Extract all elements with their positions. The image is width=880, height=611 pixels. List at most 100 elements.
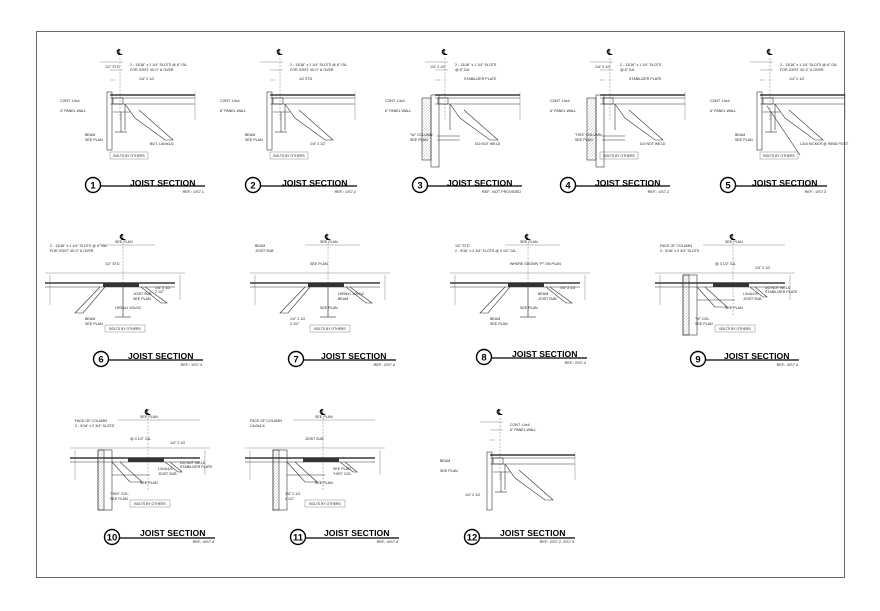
annotation-label: 1/2" STD	[105, 262, 120, 266]
annotation-label: BEAM	[440, 459, 450, 463]
annotation-label: JOIST SUB	[538, 297, 557, 301]
section-number-bubble	[289, 528, 307, 546]
annotation-label: SEE PLAN	[315, 481, 333, 485]
bolts-note: BOLTS BY OTHERS	[314, 327, 346, 331]
section-number-bubble	[287, 350, 305, 368]
annotation-label: CONT. L4x4	[60, 99, 80, 103]
annotation-label: "W" COL.	[695, 317, 710, 321]
section-number-bubble	[411, 176, 429, 194]
annotation-label: JOIST SUB	[255, 249, 274, 253]
annotation-label: SEE PLAN	[575, 138, 593, 142]
bolts-note: BOLTS BY OTHERS	[603, 154, 635, 158]
annotation-label: "W" COLUMN	[410, 133, 433, 137]
annotation-label: 6" PANEL WALL	[385, 109, 411, 113]
annotation-label: L3x3x1/4	[158, 467, 173, 471]
annotation-label: SEE PLAN	[695, 322, 713, 326]
centerline-symbol: ℄	[606, 47, 613, 57]
annotation-label: BEAM	[85, 317, 95, 321]
annotation-label: SEE PLAN	[320, 240, 338, 244]
section-number: 8	[481, 352, 486, 363]
annotation-label: SEE PLAN	[133, 297, 151, 301]
section-number-bubble	[103, 528, 121, 546]
annotation-label: SEE PLAN	[320, 306, 338, 310]
annotation-label: SEE PLAN	[245, 138, 263, 142]
annotation-label: 1/4" 2 1/2	[789, 77, 804, 81]
annotation-label: 6" PANEL WALL	[550, 109, 576, 113]
annotation-label: STABILIZER PLATE	[765, 290, 798, 294]
section-title: JOIST SECTION	[282, 178, 347, 188]
annotation-label: FOR JOIST 40'-0" & OVER	[290, 68, 334, 72]
annotation-label: WHERE SHOWN "P" ON PLAN	[510, 262, 561, 266]
annotation-label: FOR JOIST 40'-0" & OVER	[50, 249, 94, 253]
annotation-label: JOIST SUB	[158, 472, 177, 476]
annotation-label: "HSS" COLUMN	[575, 133, 602, 137]
annotation-label: SEE PLAN	[310, 262, 328, 266]
section-title: JOIST SECTION	[752, 178, 817, 188]
annotation-label: CONT. L4x4	[510, 423, 530, 427]
section-number: 2	[250, 180, 255, 191]
section-number-bubble	[92, 350, 110, 368]
section-reference: REF.: 2/S7.2, 2/S7.3	[540, 540, 574, 544]
section-reference: REF.: 1/S7.4	[181, 363, 202, 367]
annotation-label: SEE PLAN	[725, 240, 743, 244]
annotation-label: 2 1/2"	[290, 322, 300, 326]
annotation-label: FACE OF COLUMN	[75, 419, 107, 423]
section-reference: REF.: 1/S7.1	[183, 190, 204, 194]
section-reference: REF.: 1/S7.2	[648, 190, 669, 194]
section-title-block-11: 11 JOIST SECTION REF.: 4/S7.4	[289, 528, 399, 546]
annotation-label: 1/4" 2 1/2	[560, 286, 575, 290]
annotation-label: SEE PLAN	[725, 306, 743, 310]
annotation-label: BOT. L6x4x1/2	[150, 142, 174, 146]
annotation-label: 2 - 13/16" x 1 1/4" SLOTS	[455, 63, 497, 67]
section-number: 11	[293, 532, 304, 543]
section-title: JOIST SECTION	[324, 528, 389, 538]
bolts-note: BOLTS BY OTHERS	[109, 327, 141, 331]
section-title: JOIST SECTION	[500, 528, 565, 538]
annotation-label: HSS6x1 1/2x1/2	[115, 306, 141, 310]
annotation-label: "HSS" COL.	[333, 472, 352, 476]
section-reference: REF.: 4/S7.4	[377, 540, 398, 544]
annotation-label: BEAM	[255, 244, 265, 248]
bolts-note: BOLTS BY OTHERS	[113, 154, 145, 158]
annotation-label: SEE PLAN	[490, 322, 508, 326]
annotation-label: 2 1/2"	[285, 497, 295, 501]
annotation-label: @ 6" GA.	[455, 68, 470, 72]
section-number: 6	[98, 354, 103, 365]
annotation-label: L3x3x1/4	[250, 424, 265, 428]
annotation-label: 2 - 9/16" x 2 3/4" SLOTS	[75, 424, 115, 428]
annotation-label: 1/4" 2 1/2	[290, 317, 305, 321]
annotation-label: FOR JOIST 40'-0" & OVER	[780, 68, 824, 72]
bolts-note: BOLTS BY OTHERS	[134, 502, 166, 506]
annotation-label: DO NOT WELD	[765, 286, 791, 290]
annotation-label: STABILIZER PLATE	[464, 77, 497, 81]
annotation-label: @ 3 1/2" GA.	[715, 262, 736, 266]
annotation-label: SEE PLAN	[315, 415, 333, 419]
centerline-symbol: ℄	[119, 232, 126, 242]
annotation-label: SEE PLAN	[410, 138, 428, 142]
centerline-symbol: ℄	[496, 407, 503, 417]
annotation-label: 1/4" 2 1/2	[595, 65, 610, 69]
annotation-label: 1/2" STD	[105, 65, 120, 69]
annotation-label: BEAM	[338, 297, 348, 301]
section-reference: REF.: 2/S7.4	[374, 363, 395, 367]
annotation-label: SEE PLAN	[735, 138, 753, 142]
annotation-label: 1/4" 2 1/2	[430, 65, 445, 69]
annotation-label: 6" PANEL WALL	[510, 428, 536, 432]
annotation-label: DO NOT WELD	[640, 142, 666, 146]
annotation-label: L3x3x1/4	[743, 292, 758, 296]
section-number: 10	[107, 532, 118, 543]
bolts-note: BOLTS BY OTHERS	[273, 154, 305, 158]
sheet-border	[36, 31, 845, 578]
